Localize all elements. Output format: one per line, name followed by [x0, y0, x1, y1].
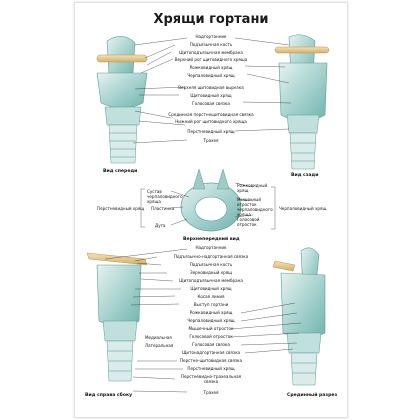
label-superior-thyroid-notch: Верхняя щитовидная вырезка [178, 85, 244, 90]
bottom-label-trachea: Трахея [203, 390, 219, 395]
label-corniculate-cartilage: Рожковидный хрящ [189, 65, 233, 70]
label-thyrohyoid-membrane: Щитоподъязычная мембрана [179, 50, 243, 55]
poster-title: Хрящи гортани [153, 12, 269, 27]
bottom-label-hyoid-bone: Подъязычная кость [189, 262, 233, 267]
top-leader-lines [132, 37, 292, 144]
side-label-medial: Медиальная [145, 335, 172, 340]
cricoid-ring-illustration [180, 168, 242, 232]
bottom-label-thyroid-cartilage: Щитовидный хрящ [190, 286, 232, 291]
bottom-label-oblique-line: Косая линия [197, 294, 225, 299]
section-view-illustration [272, 247, 326, 386]
label-vocal-ligament: Голосовая связка [192, 101, 230, 106]
bottom-label-muscular-process: Мышечный отросток [188, 326, 234, 331]
label-cricoid-cartilage: Перстневидный хрящ [187, 129, 235, 134]
middle-right-corniculate: Рожковидный хрящ [237, 183, 268, 193]
bottom-label-cricothyroid-ligament: Перстне-щитовидная связка [179, 358, 243, 363]
label-epiglottis: Надгортанник [195, 34, 227, 39]
middle-right-vocal-process: Голосовой отросток [237, 217, 260, 227]
bottom-label-cricoid-cartilage: Перстневидный хрящ [187, 366, 235, 371]
bottom-label-vocal-process: Голосовой отросток [189, 334, 233, 339]
back-view-illustration [274, 34, 330, 170]
middle-right-group: Черпаловидный хрящ [279, 206, 327, 211]
middle-right-muscular-process: Мышечный отросток черпаловидного хряща [237, 197, 273, 217]
label-arytenoid-cartilage: Черпаловидный хрящ [187, 73, 235, 78]
bottom-label-vocal-ligament: Голосовая связка [192, 342, 230, 347]
bottom-label-thyroepiglottic-ligament: Щитонадгортанная связка [181, 350, 241, 355]
front-view-illustration [96, 36, 148, 164]
middle-item-arch: Дуга [155, 223, 166, 228]
middle-item-lamina: Пластинка [151, 206, 175, 211]
label-median-cricothyroid-ligament: Срединная перстнещитовидная связка [168, 112, 254, 117]
caption-front-view: Вид спереди [103, 169, 138, 174]
caption-superior-anterior-view: Верхнепередний вид [183, 237, 240, 242]
bottom-label-epiglottis: Надгортанник [195, 245, 227, 250]
label-thyroid-cartilage: Щитовидный хрящ [190, 93, 232, 98]
label-trachea: Трахея [203, 138, 219, 143]
middle-item-joint: Сустав черпаловидного хряща [147, 189, 183, 204]
side-view-illustration [86, 252, 148, 382]
side-label-lateral: Латеральная [145, 343, 174, 348]
bottom-label-triticeous-cartilage: Зерновидный хрящ [189, 270, 233, 275]
middle-left-group: Перстневидный хрящ [97, 206, 145, 211]
bottom-label-thyrohyoid-membrane: Щитоподъязычная мембрана [179, 278, 243, 283]
bottom-label-hyoepiglottic-ligament: Подъязычно-надгортанная связка [173, 254, 249, 259]
bottom-label-corniculate-cartilage: Рожковидный хрящ [189, 310, 233, 315]
caption-back-view: Вид сзади [291, 173, 319, 178]
bottom-label-cricotracheal-ligament: Перстневидно-трахеальная связка [180, 374, 242, 384]
caption-section-view: Срединный разрез [287, 393, 338, 398]
caption-side-view: Вид справа сбоку [85, 393, 133, 398]
label-hyoid-bone: Подъязычная кость [189, 42, 233, 47]
bottom-leader-lines [104, 248, 302, 393]
bottom-label-arytenoid-cartilage: Черпаловидный хрящ [187, 318, 235, 323]
middle-brackets [140, 182, 276, 230]
poster-sheet: Хрящи гортани Надгортанник Подъязычная к… [74, 2, 348, 418]
bottom-label-laryngeal-prominence: Выступ гортани [193, 302, 229, 307]
label-superior-horn: Верхний рог щитовидного хряща [174, 57, 248, 62]
larynx-illustrations [86, 34, 330, 393]
label-inferior-horn: Нижний рог щитовидного хряща [175, 119, 247, 124]
